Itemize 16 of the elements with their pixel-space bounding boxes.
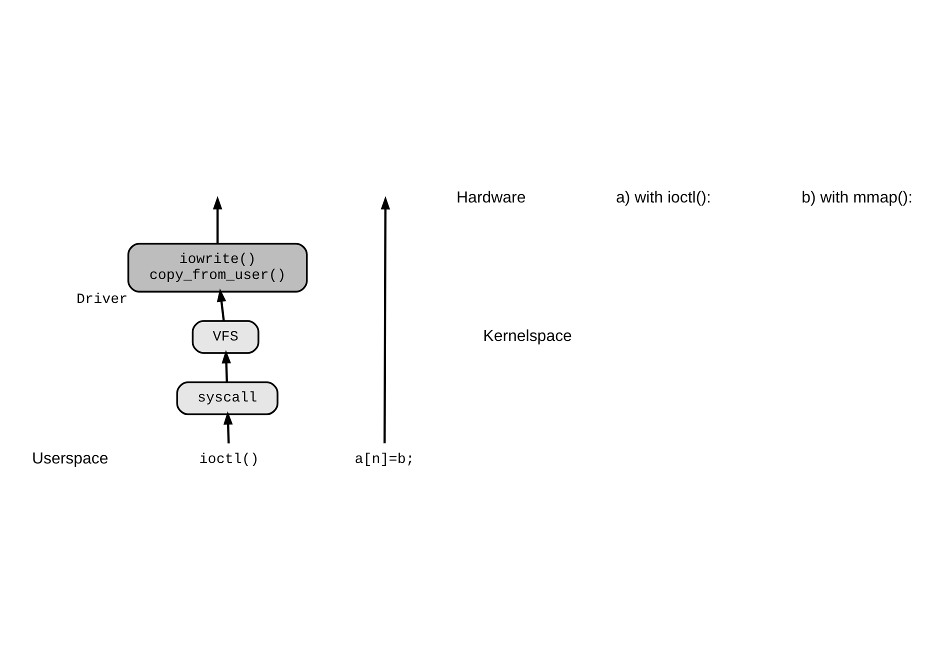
arrow — [380, 196, 390, 444]
node-box: VFS — [192, 320, 260, 354]
label: a) with ioctl(): — [616, 189, 711, 206]
node-box: syscall — [176, 381, 278, 416]
label: Kernelspace — [483, 328, 572, 345]
node-text: a[n]=b; — [354, 452, 414, 468]
arrow — [216, 288, 226, 321]
arrow — [212, 196, 222, 244]
label: Userspace — [32, 450, 108, 468]
node-text: ioctl() — [199, 452, 259, 468]
node-box: iowrite() copy_from_user() — [127, 242, 308, 293]
label: Hardware — [456, 189, 526, 206]
arrow — [223, 411, 233, 444]
label: b) with mmap(): — [802, 189, 913, 206]
arrow — [222, 350, 231, 382]
node-label: Driver — [76, 292, 128, 308]
